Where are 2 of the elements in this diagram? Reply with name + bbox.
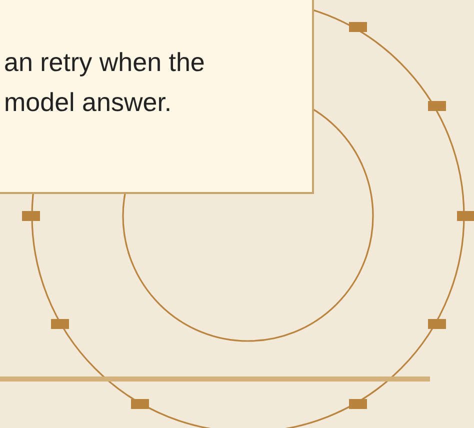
text-card bbox=[0, 0, 314, 194]
card-text: an retry when the model answer. bbox=[4, 46, 206, 119]
